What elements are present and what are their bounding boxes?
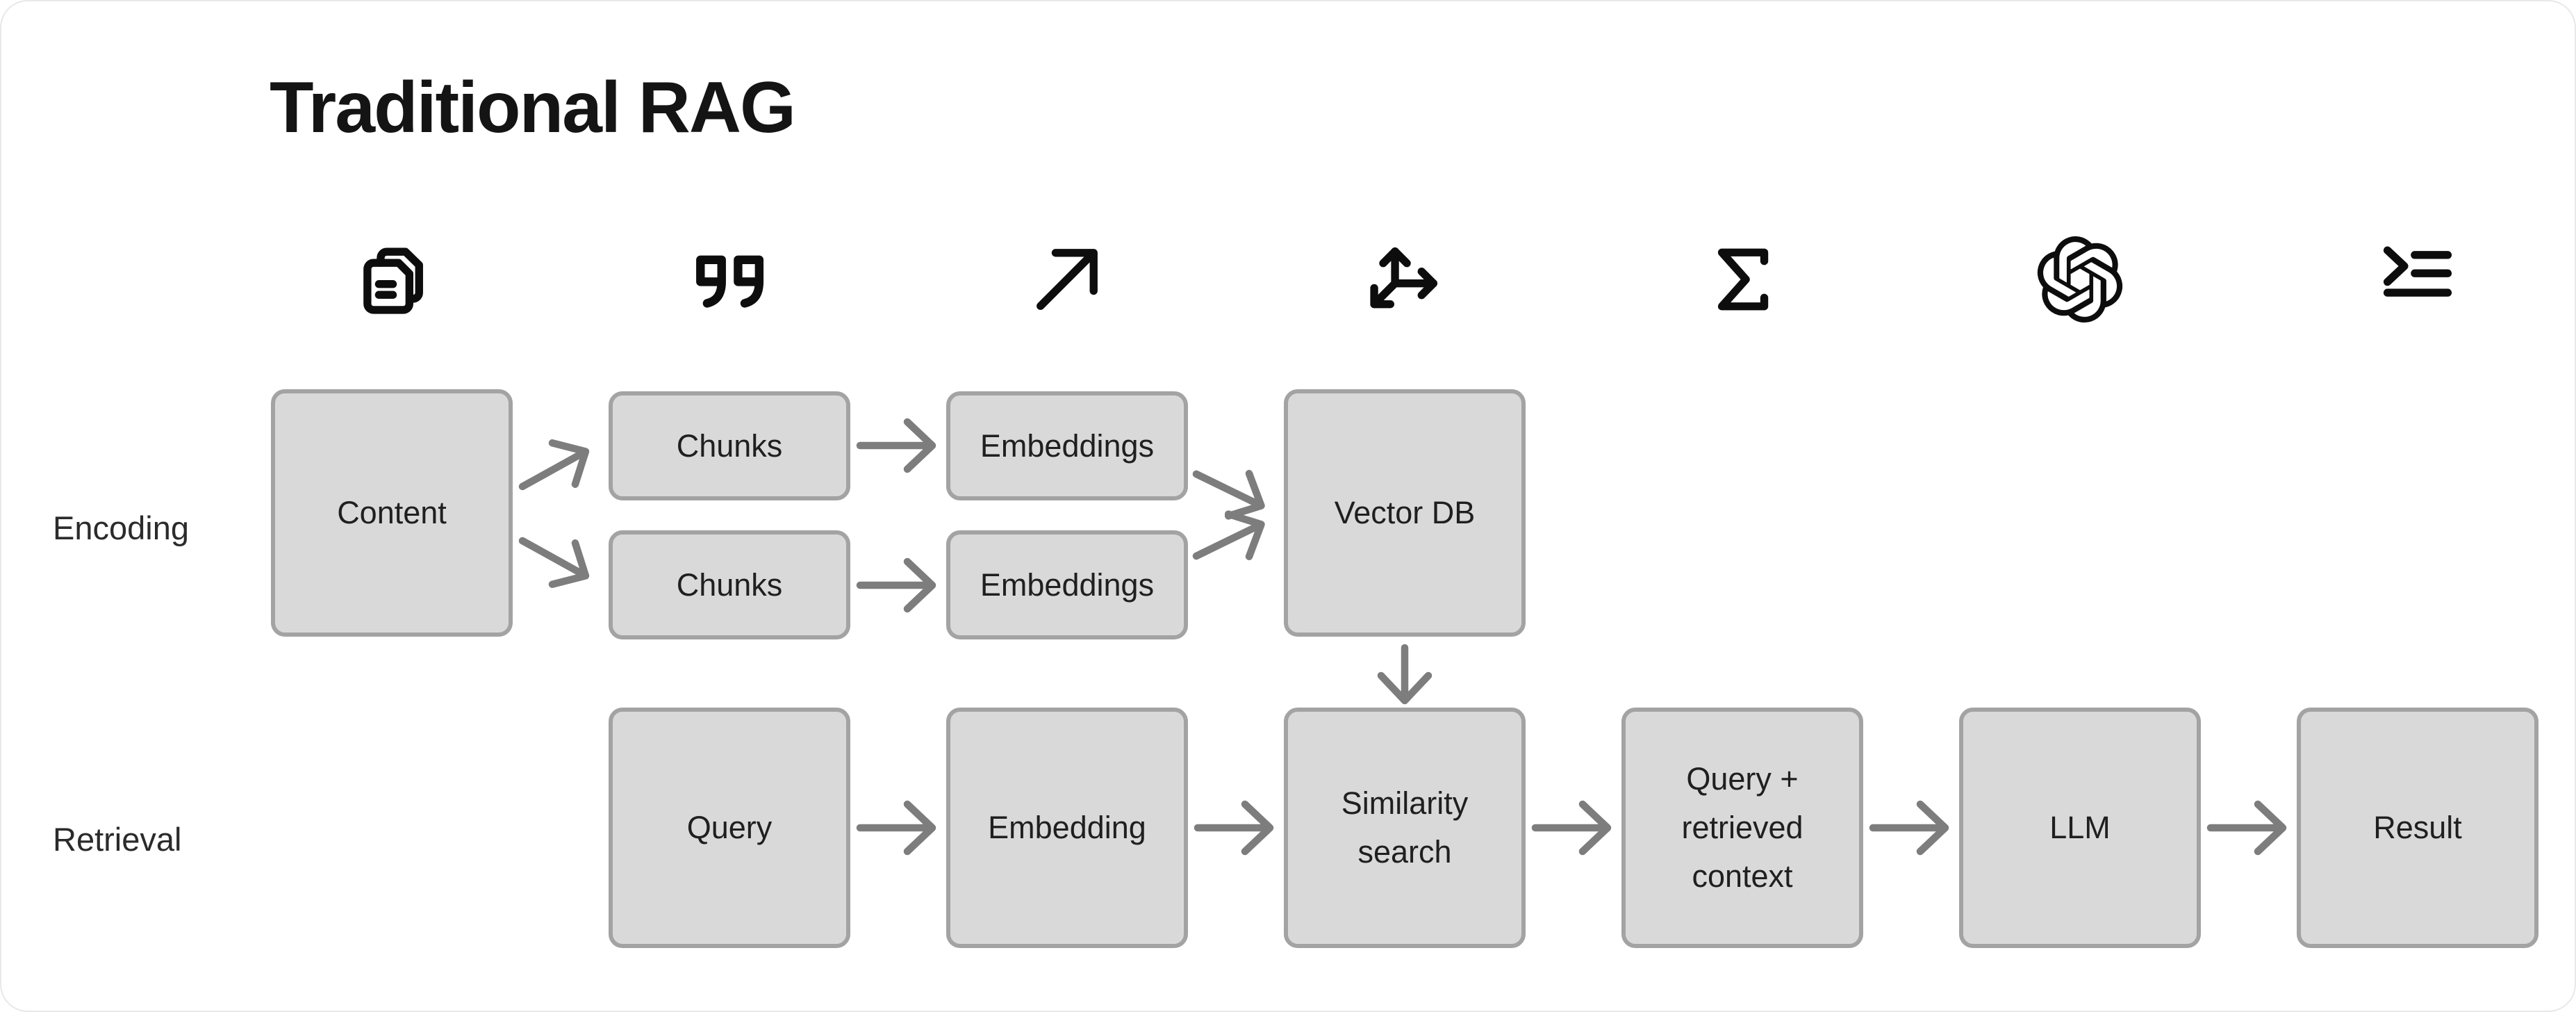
documents-icon	[349, 236, 435, 323]
node-embeddings-bottom: Embeddings	[946, 530, 1188, 639]
arrow-chunks-bottom-to-embeddings-bottom	[856, 552, 938, 619]
node-vector-db: Vector DB	[1284, 389, 1526, 637]
arrow-query-to-embedding	[856, 794, 938, 861]
node-query-retrieved-context-label: Query + retrieved context	[1681, 761, 1803, 894]
node-similarity-search-label: Similarity search	[1341, 785, 1469, 870]
arrow-similarity-search-to-query-context	[1531, 794, 1613, 861]
arrow-content-to-chunks-top	[504, 420, 606, 517]
axes-3d-icon	[1362, 236, 1448, 323]
node-result-label: Result	[2373, 810, 2462, 846]
node-query-retrieved-context: Query + retrieved context	[1621, 708, 1863, 948]
arrow-embedding-to-similarity-search	[1194, 794, 1275, 861]
arrow-content-to-chunks-bottom	[504, 510, 606, 607]
list-output-icon	[2375, 236, 2461, 323]
openai-icon	[2037, 236, 2123, 323]
node-chunks-top: Chunks	[609, 391, 850, 500]
arrow-vector-db-to-similarity-search	[1371, 644, 1438, 708]
node-llm-label: LLM	[2049, 810, 2111, 846]
node-content: Content	[271, 389, 513, 637]
node-embeddings-top: Embeddings	[946, 391, 1188, 500]
arrow-embeddings-top-to-vector-db	[1179, 443, 1280, 538]
arrow-query-context-to-llm	[1869, 794, 1951, 861]
node-llm: LLM	[1959, 708, 2201, 948]
node-chunks-bottom: Chunks	[609, 530, 850, 639]
node-chunks-top-label: Chunks	[676, 427, 783, 464]
node-embeddings-bottom-label: Embeddings	[980, 566, 1155, 603]
node-embeddings-top-label: Embeddings	[980, 427, 1155, 464]
node-vector-db-label: Vector DB	[1334, 495, 1476, 531]
page-title: Traditional RAG	[270, 67, 796, 148]
node-result: Result	[2297, 708, 2538, 948]
node-query-label: Query	[686, 810, 773, 846]
node-similarity-search: Similarity search	[1284, 708, 1526, 948]
sigma-icon	[1699, 236, 1785, 323]
arrow-chunks-top-to-embeddings-top	[856, 412, 938, 479]
quote-icon	[686, 236, 773, 323]
row-label-encoding: Encoding	[53, 509, 189, 546]
node-content-label: Content	[337, 495, 447, 531]
node-embedding: Embedding	[946, 708, 1188, 948]
node-chunks-bottom-label: Chunks	[676, 566, 783, 603]
arrow-llm-to-result	[2206, 794, 2288, 861]
arrow-embeddings-bottom-to-vector-db	[1179, 492, 1280, 587]
node-query: Query	[609, 708, 850, 948]
node-embedding-label: Embedding	[988, 810, 1146, 846]
arrow-up-right-icon	[1024, 236, 1110, 323]
row-label-retrieval: Retrieval	[53, 821, 182, 858]
